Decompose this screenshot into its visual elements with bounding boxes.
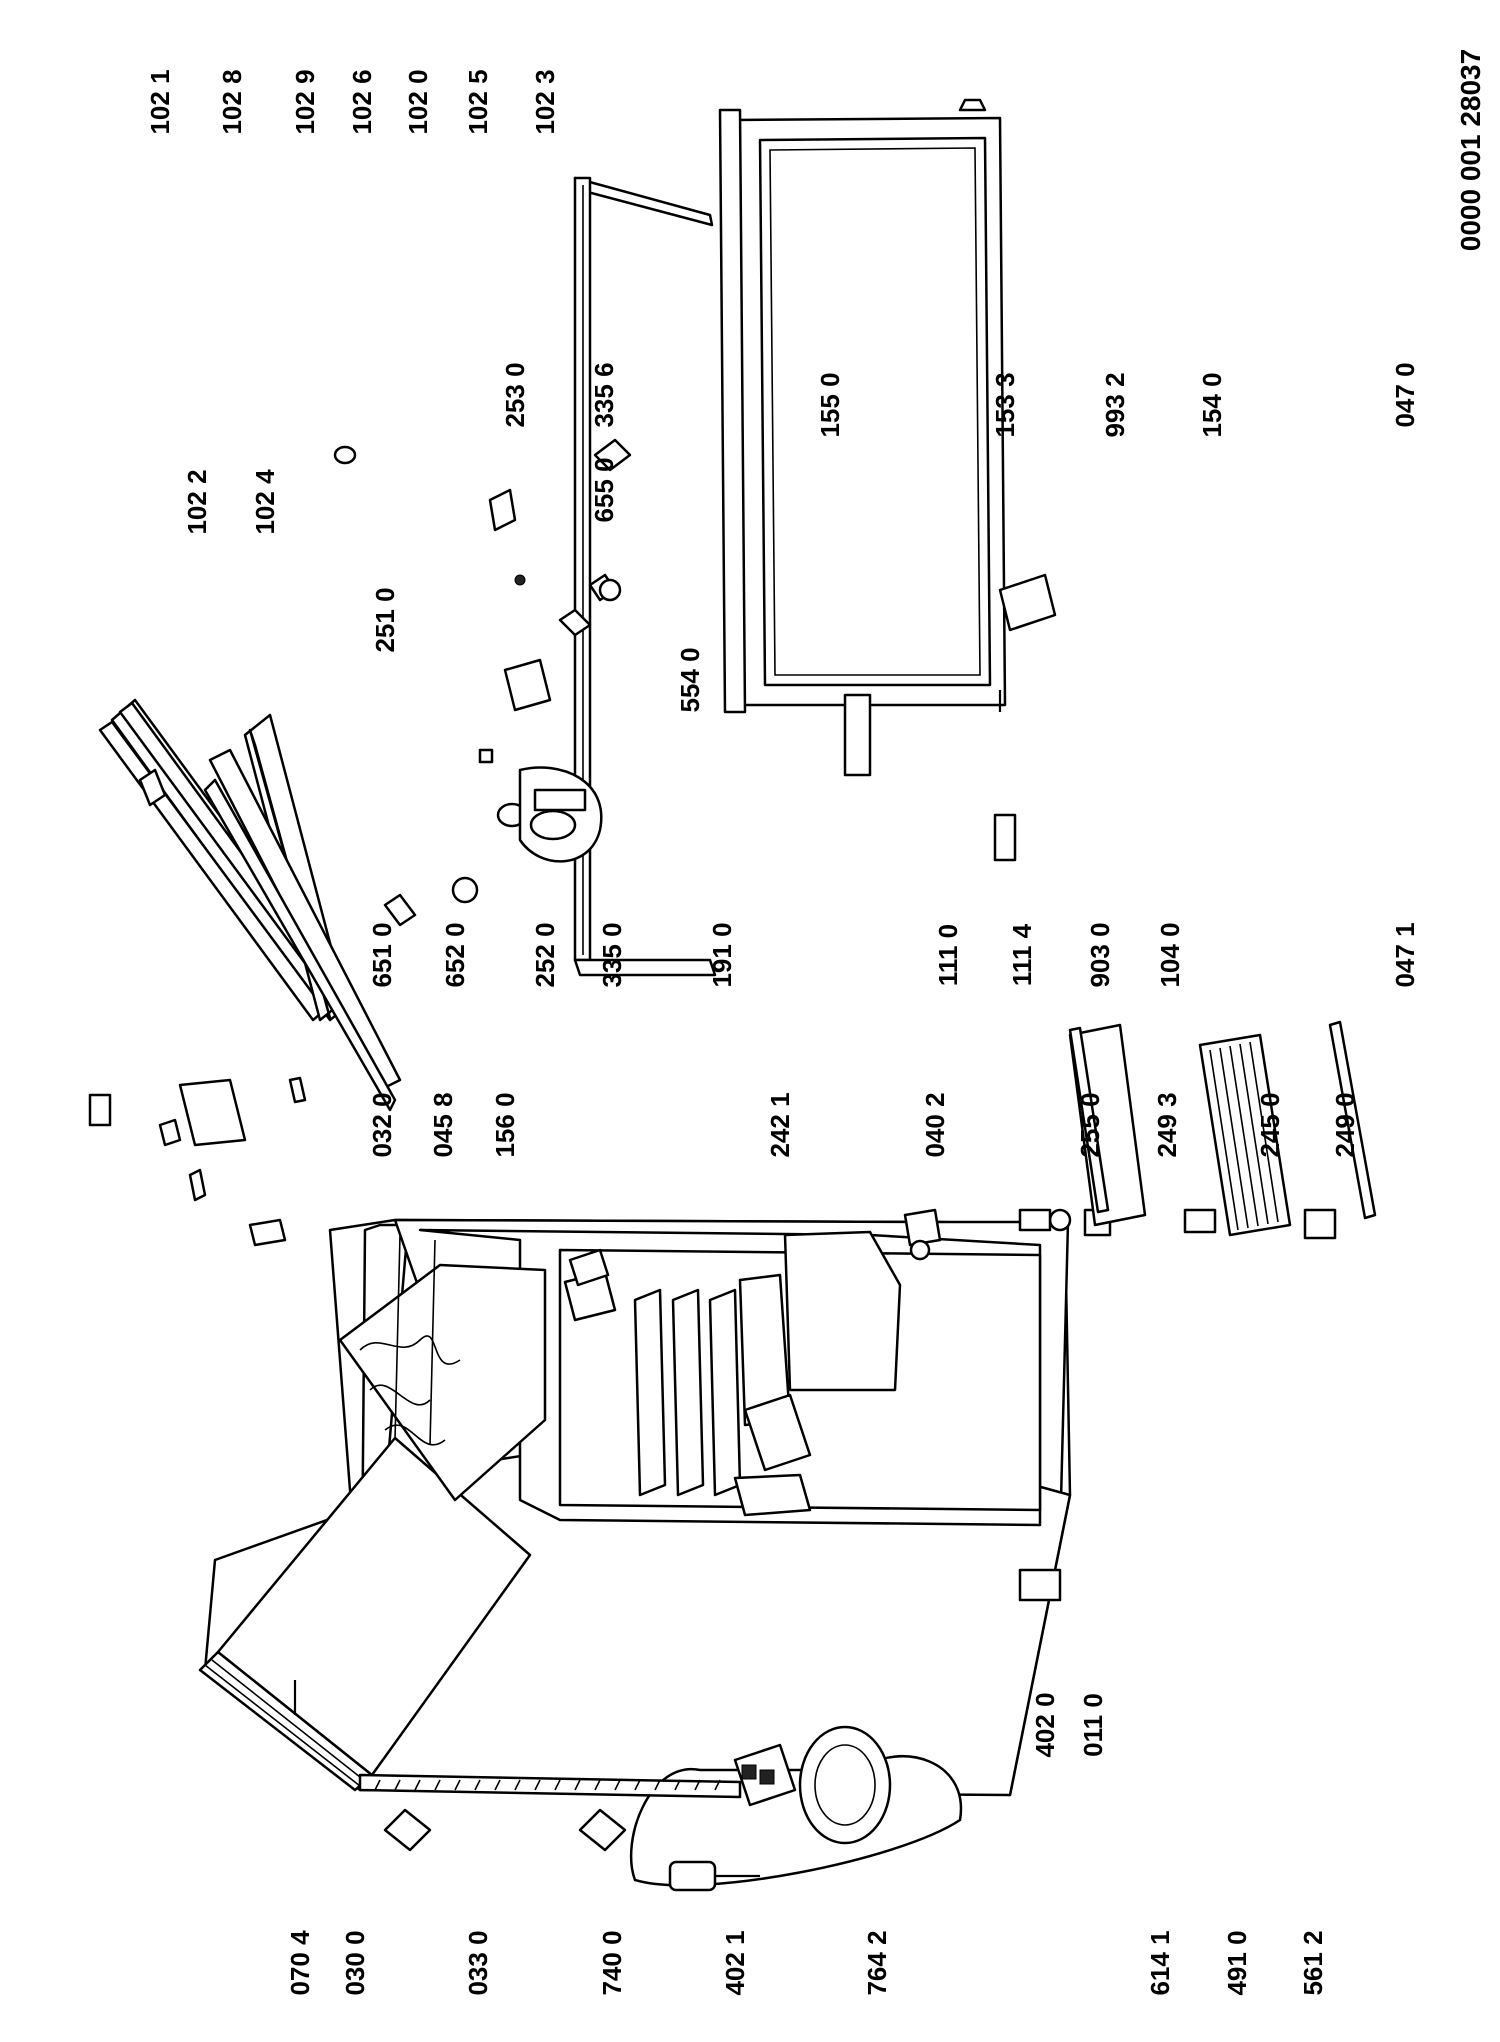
part-label-3350: 335 0: [597, 922, 627, 987]
part-label-1533: 153 3: [990, 372, 1020, 437]
part-label-3356: 335 6: [589, 362, 619, 427]
door-bins-drawing: [88, 698, 402, 1247]
part-label-1040: 104 0: [1155, 922, 1185, 987]
small-parts-middle: [333, 438, 632, 927]
part-label-5540: 554 0: [675, 647, 705, 712]
part-label-0402: 040 2: [920, 1092, 950, 1157]
gasket-drawing: [573, 176, 717, 977]
part-label-6510: 651 0: [367, 922, 397, 987]
part-label-7642: 764 2: [862, 1930, 892, 1995]
part-label-1540: 154 0: [1197, 372, 1227, 437]
part-label-2421: 242 1: [765, 1092, 795, 1157]
part-label-1021: 102 1: [145, 69, 175, 134]
part-label-1024: 102 4: [250, 469, 280, 535]
part-label-1560: 156 0: [490, 1092, 520, 1157]
part-label-5612: 561 2: [1298, 1930, 1328, 1995]
part-label-1550: 155 0: [815, 372, 845, 437]
part-label-7400: 740 0: [597, 1930, 627, 1995]
part-label-9932: 993 2: [1100, 372, 1130, 437]
part-label-9030: 903 0: [1085, 922, 1115, 987]
part-label-6550: 655 0: [589, 457, 619, 522]
part-label-4910: 491 0: [1222, 1930, 1252, 1995]
part-label-2510: 251 0: [370, 587, 400, 652]
part-label-2490: 249 0: [1330, 1092, 1360, 1157]
door-drawing: [718, 98, 1017, 862]
part-label-1026: 102 6: [347, 69, 377, 134]
part-label-1020: 102 0: [403, 69, 433, 134]
egg-tray-and-bins-drawing: [998, 573, 1062, 1602]
part-label-0458: 045 8: [428, 1092, 458, 1157]
part-label-0471: 047 1: [1390, 922, 1420, 987]
part-label-0330: 033 0: [463, 1930, 493, 1995]
part-label-0704: 070 4: [285, 1930, 315, 1996]
part-label-2450: 245 0: [1255, 1092, 1285, 1157]
part-label-1910: 191 0: [707, 922, 737, 987]
part-label-2530: 253 0: [500, 362, 530, 427]
cabinet-drawing: [198, 1208, 1072, 1892]
shelves-drawing: [1068, 1020, 1377, 1237]
part-label-6141: 614 1: [1145, 1930, 1175, 1995]
part-label-2550: 255 0: [1075, 1092, 1105, 1157]
part-label-0320: 032 0: [367, 1092, 397, 1157]
part-label-4020: 402 0: [1030, 1692, 1060, 1757]
part-label-1029: 102 9: [290, 69, 320, 134]
part-label-0110: 011 0: [1078, 1693, 1108, 1757]
part-label-0470: 047 0: [1390, 362, 1420, 427]
part-label-1110: 111 0: [933, 924, 963, 986]
document-number: 0000 001 28037: [1455, 49, 1486, 251]
part-label-2493: 249 3: [1152, 1092, 1182, 1157]
part-label-1025: 102 5: [463, 69, 493, 134]
part-label-6520: 652 0: [440, 922, 470, 987]
part-label-1023: 102 3: [530, 69, 560, 134]
part-label-1028: 102 8: [217, 69, 247, 134]
part-label-2520: 252 0: [530, 922, 560, 987]
part-label-4021: 402 1: [720, 1930, 750, 1995]
part-label-0300: 030 0: [340, 1930, 370, 1995]
part-label-1022: 102 2: [182, 469, 212, 534]
part-label-1114: 111 4: [1007, 923, 1037, 986]
